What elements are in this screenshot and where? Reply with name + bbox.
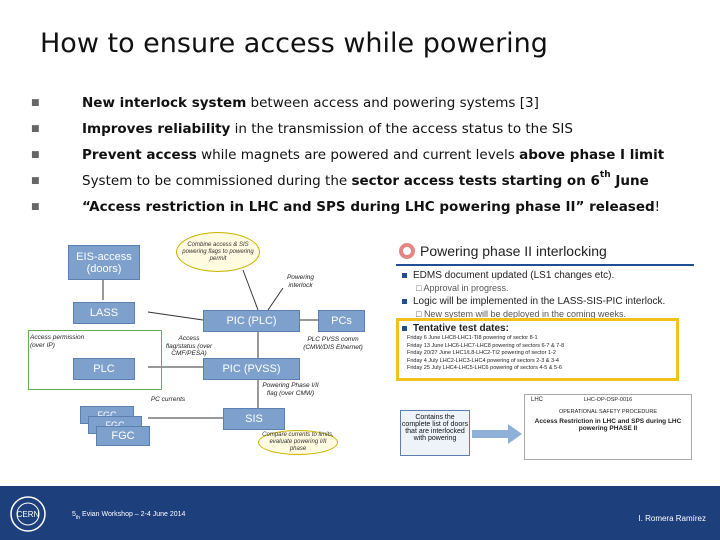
cern-seal-icon bbox=[399, 243, 415, 259]
test-date-row: Friday 6 June LHC8-LHC1-TI8 powering of … bbox=[407, 335, 538, 341]
lass-box: LASS bbox=[73, 302, 135, 324]
bullet-item: ■Prevent access while magnets are powere… bbox=[30, 142, 710, 168]
access-permission-note: Access permission (over IP) bbox=[30, 334, 85, 349]
test-date-row: Friday 25 July LHC4-LHC5-LHC6 powering o… bbox=[407, 365, 562, 371]
test-date-row: Friday 20/27 June LHC1/L8-LHC2-TI2 power… bbox=[407, 350, 556, 356]
panel-item: Logic will be implemented in the LASS-SI… bbox=[402, 296, 665, 307]
pic-pvss-box: PIC (PVSS) bbox=[203, 358, 300, 380]
doc-header: OPERATIONAL SAFETY PROCEDURE bbox=[558, 409, 657, 415]
doc-lhc-label: LHC bbox=[531, 397, 544, 403]
footer-event: 5th Evian Workshop – 2-4 June 2014 bbox=[72, 511, 186, 521]
powering-phase-note: Powering Phase I/II flag (over CMW) bbox=[262, 382, 319, 397]
bullet-icon: ■ bbox=[31, 124, 40, 134]
bullet-item: ■Improves reliability in the transmissio… bbox=[30, 116, 710, 142]
combine-note: Combine access & SIS powering flags to p… bbox=[176, 232, 260, 272]
test-dates-highlight: Tentative test dates: Friday 6 June LHC8… bbox=[396, 318, 679, 381]
fgc-box: FGC bbox=[96, 426, 150, 446]
checkbox-icon: □ bbox=[416, 283, 424, 293]
bullet-icon: ■ bbox=[31, 98, 40, 108]
powering-phase-panel: Powering phase II interlocking EDMS docu… bbox=[396, 238, 694, 468]
panel-item: Tentative test dates: bbox=[402, 323, 509, 334]
plc-box: PLC bbox=[73, 358, 135, 380]
test-dates-list: Friday 6 June LHC8-LHC1-TI8 powering of … bbox=[407, 335, 564, 373]
bullet-icon: ■ bbox=[31, 176, 40, 186]
footer-author: I. Romera Ramírez bbox=[638, 514, 706, 523]
eis-access-box: EIS-access (doors) bbox=[68, 245, 140, 280]
plc-pvss-note: PLC PVSS comm (CMW/DIS Ethernet) bbox=[303, 336, 363, 351]
svg-text:CERN: CERN bbox=[17, 510, 40, 519]
interlock-diagram: EIS-access (doors) LASS PIC (PLC) PCs PL… bbox=[28, 230, 398, 455]
panel-title: Powering phase II interlocking bbox=[420, 243, 607, 259]
doc-ref: LHC-OP-OSP-0016 bbox=[583, 397, 633, 403]
square-bullet-icon bbox=[402, 298, 407, 304]
square-bullet-icon bbox=[402, 325, 407, 331]
bullet-item: ■“Access restriction in LHC and SPS duri… bbox=[30, 194, 710, 220]
checkbox-icon: □ bbox=[416, 309, 424, 319]
test-date-row: Friday 13 June LHC6-LHC7-LHC8 powering o… bbox=[407, 342, 565, 349]
panel-item: EDMS document updated (LS1 changes etc). bbox=[402, 270, 614, 281]
square-bullet-icon bbox=[402, 272, 407, 278]
panel-subitem: □ Approval in progress. bbox=[416, 283, 509, 293]
arrow-right-icon bbox=[472, 424, 522, 444]
osp-document-thumbnail: LHC-OP-OSP-0016 OPERATIONAL SAFETY PROCE… bbox=[524, 394, 692, 460]
footer-bar: CERN 5th Evian Workshop – 2-4 June 2014 … bbox=[0, 486, 720, 540]
diagram-connectors bbox=[102, 269, 318, 419]
bullet-item: ■New interlock system between access and… bbox=[30, 90, 710, 116]
doors-callout: Contains the complete list of doors that… bbox=[400, 410, 470, 456]
bullet-list: ■New interlock system between access and… bbox=[30, 90, 710, 220]
panel-divider bbox=[396, 264, 694, 266]
doc-title: Access Restriction in LHC and SPS during… bbox=[534, 418, 682, 432]
pcs-box: PCs bbox=[318, 310, 365, 332]
powering-interlock-note: Powering interlock bbox=[286, 274, 315, 289]
panel-subitem: □ New system will be deployed in the com… bbox=[416, 309, 627, 319]
compare-note: Compare currents to limits, evaluate pow… bbox=[258, 430, 338, 455]
access-group-frame bbox=[28, 330, 162, 390]
bullet-icon: ■ bbox=[31, 202, 40, 212]
sis-box: SIS bbox=[223, 408, 285, 430]
access-flag-note: Access flag/status (over CMF/PESA) bbox=[165, 335, 213, 357]
slide-title: How to ensure access while powering bbox=[40, 28, 548, 59]
bullet-item: ■System to be commissioned during the se… bbox=[30, 168, 710, 194]
pc-currents-note: PC currents bbox=[150, 396, 186, 403]
pic-plc-box: PIC (PLC) bbox=[203, 310, 300, 332]
bullet-icon: ■ bbox=[31, 150, 40, 160]
cern-logo-icon: CERN bbox=[10, 496, 46, 532]
test-date-row: Friday 4 July LHC2-LHC3-LHC4 powering of… bbox=[407, 357, 559, 364]
